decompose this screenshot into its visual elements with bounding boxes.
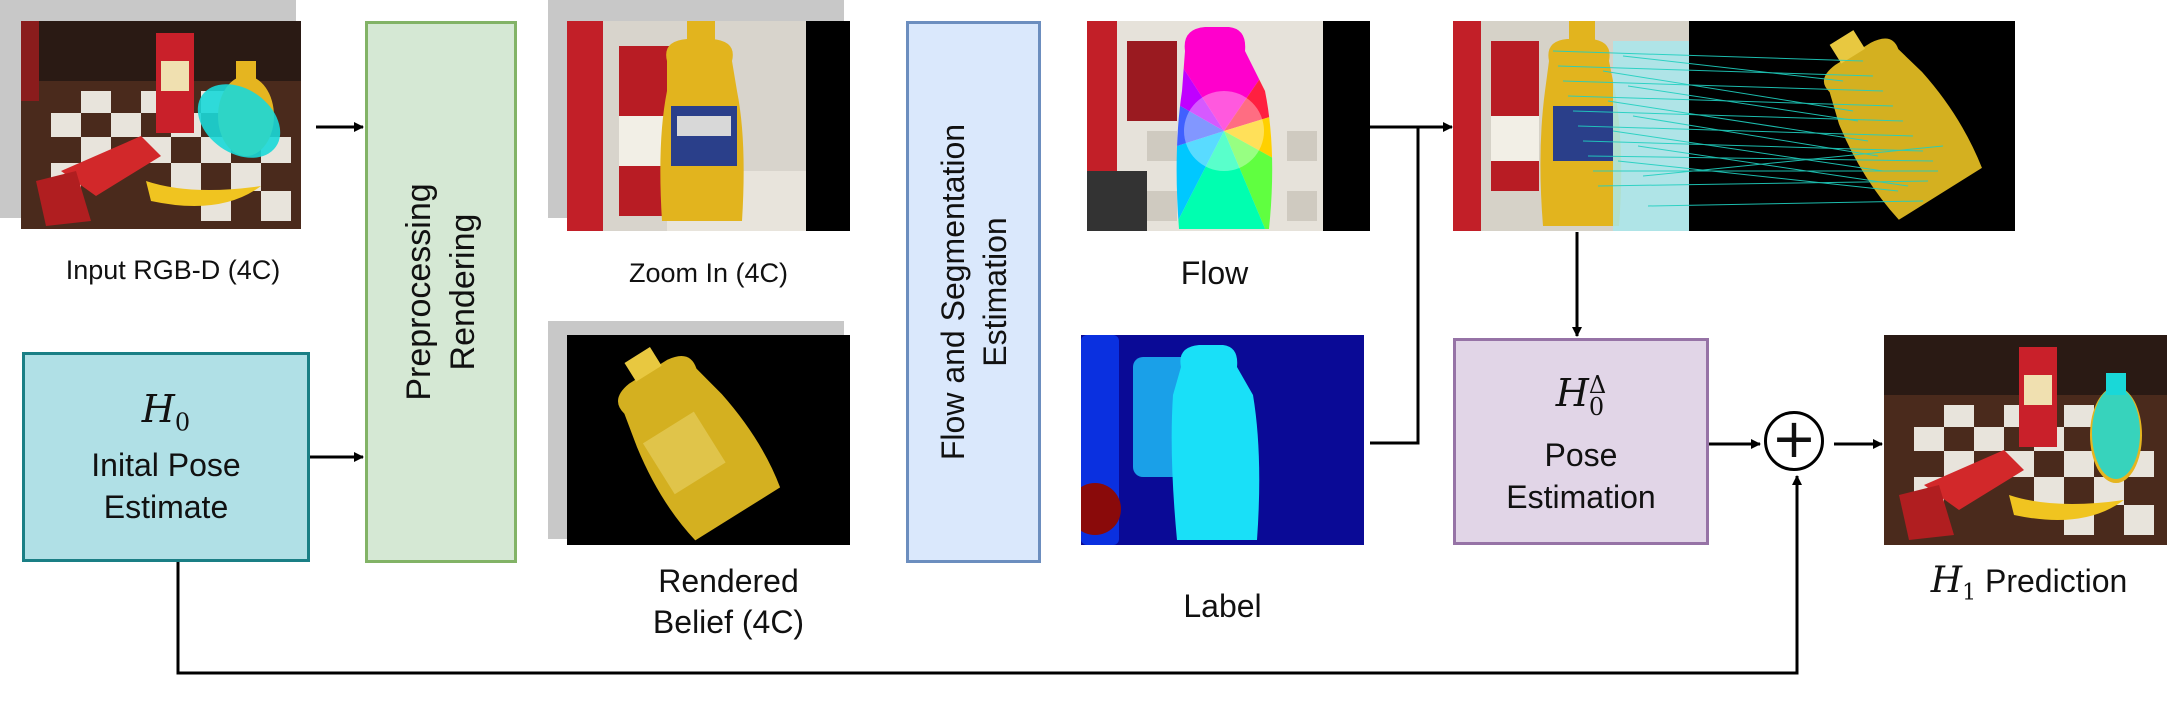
label-segmentation-image xyxy=(1081,335,1364,545)
plus-operator: + xyxy=(1764,411,1824,471)
preprocessing-rendering-box: Preprocessing Rendering xyxy=(365,21,517,563)
plus-symbol: + xyxy=(1771,407,1817,470)
initial-pose-label-line1: Inital Pose xyxy=(91,447,241,483)
flow-segmentation-box: Flow and Segmentation Estimation xyxy=(906,21,1041,563)
preprocessing-rendering-label: Preprocessing Rendering xyxy=(400,183,482,401)
pose-estimation-label-line1: Pose xyxy=(1544,437,1618,473)
arrow-label-to-matching xyxy=(1370,127,1420,445)
input-rgbd-image xyxy=(21,21,301,229)
label-caption: Label xyxy=(1183,588,1262,624)
prediction-caption: H1 Prediction xyxy=(1930,560,2128,606)
flow-segmentation-label: Flow and Segmentation Estimation xyxy=(935,123,1013,461)
initial-pose-label-line2: Estimate xyxy=(103,489,229,525)
input-image-caption: Input RGB-D (4C) xyxy=(65,255,281,285)
flow-image xyxy=(1087,21,1370,231)
initial-pose-symbol: H0 xyxy=(141,387,191,437)
rendered-caption-line1: Rendered xyxy=(658,563,799,599)
correspondence-image xyxy=(1453,21,2015,231)
arrow-skip-initial-to-plus xyxy=(176,475,1802,675)
rendered-caption-line2: Belief (4C) xyxy=(652,604,805,640)
zoom-image-caption: Zoom In (4C) xyxy=(628,258,789,288)
zoom-in-image xyxy=(567,21,850,231)
initial-pose-box: H0 Inital Pose Estimate xyxy=(22,352,310,562)
flow-caption: Flow xyxy=(1180,255,1249,291)
rendered-belief-image xyxy=(567,335,850,545)
pose-estimation-label-line2: Estimation xyxy=(1506,479,1656,515)
prediction-image xyxy=(1884,335,2167,545)
